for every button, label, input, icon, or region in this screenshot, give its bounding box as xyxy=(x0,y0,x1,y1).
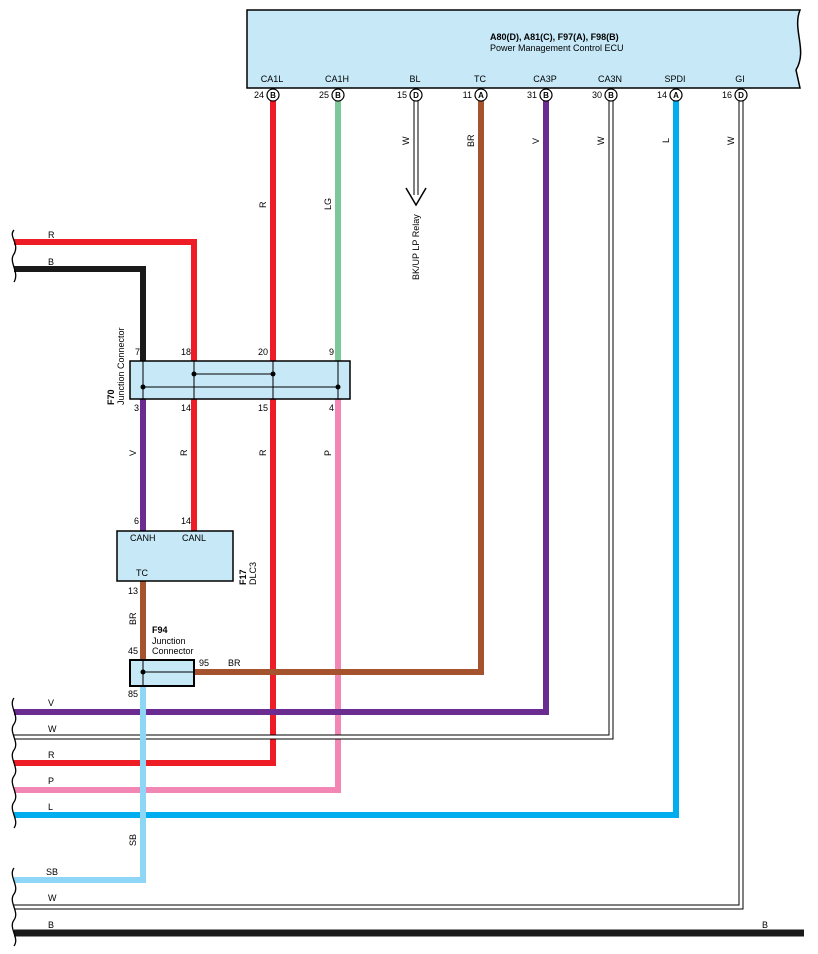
left-label-p: P xyxy=(48,776,54,786)
left-label-v: V xyxy=(48,698,54,708)
pin-conn-ca3n: B xyxy=(608,91,614,100)
wire-ca3p-violet xyxy=(14,101,549,715)
f94-name-line2: Connector xyxy=(152,646,194,656)
wire-label-tc: BR xyxy=(466,134,476,147)
f94-code: F94 xyxy=(152,625,168,635)
left-label-sb: SB xyxy=(46,867,58,877)
wire-ca1l-red xyxy=(14,101,276,766)
pin-num-ca1l: 24 xyxy=(254,90,264,100)
f70-pin-9: 9 xyxy=(329,347,334,357)
wire-spdi-blue xyxy=(14,101,679,818)
wire-label-f70-v: V xyxy=(128,450,138,456)
pin-conn-gi: D xyxy=(738,91,744,100)
ecu-pin-labels: CA1L CA1H BL TC CA3P CA3N SPDI GI xyxy=(261,74,745,84)
f17-dlc3-box xyxy=(116,530,234,582)
ecu-box: A80(D), A81(C), F97(A), F98(B) Power Man… xyxy=(246,9,802,89)
wire-break-marks xyxy=(11,229,17,947)
pin-num-bl: 15 xyxy=(397,90,407,100)
f70-name: Junction Connector xyxy=(116,327,126,405)
pin-num-gi: 16 xyxy=(722,90,732,100)
wire-left-red xyxy=(14,239,197,361)
wire-label-ca1h: LG xyxy=(323,198,333,210)
wire-label-dlc-br: BR xyxy=(128,612,138,625)
wire-label-f70-r1: R xyxy=(179,449,189,456)
f70-code: F70 xyxy=(106,389,116,405)
f70-pin-14: 14 xyxy=(181,403,191,413)
pin-label-tc: TC xyxy=(474,74,486,84)
dlc3-pin-6: 6 xyxy=(134,516,139,526)
f94-right-wire-label: BR xyxy=(228,658,241,668)
wire-label-bl: W xyxy=(401,136,411,145)
left-label-w1: W xyxy=(48,724,57,734)
dlc3-pin-14: 14 xyxy=(181,516,191,526)
pin-label-gi: GI xyxy=(735,74,745,84)
f70-pin-20: 20 xyxy=(258,347,268,357)
wire-sb xyxy=(14,684,146,883)
pin-conn-tc: A xyxy=(478,91,484,100)
pin-num-spdi: 14 xyxy=(657,90,667,100)
f17-name: DLC3 xyxy=(248,562,258,585)
pin-num-ca3p: 31 xyxy=(527,90,537,100)
pin-label-spdi: SPDI xyxy=(664,74,685,84)
wire-label-spdi: L xyxy=(661,138,671,143)
dlc3-pin-13: 13 xyxy=(128,586,138,596)
f70-pin-15: 15 xyxy=(258,403,268,413)
pin-conn-ca1h: B xyxy=(335,91,341,100)
pin-num-tc: 11 xyxy=(463,90,472,100)
dlc3-tc-label: TC xyxy=(136,568,148,578)
f94-pin-95: 95 xyxy=(199,658,209,668)
f70-pin-18: 18 xyxy=(181,347,191,357)
left-label-l: L xyxy=(48,802,53,812)
ecu-title: A80(D), A81(C), F97(A), F98(B) xyxy=(490,32,619,42)
f94-name-line1: Junction xyxy=(152,636,186,646)
f70-junction-connector xyxy=(129,360,351,400)
pin-label-ca3p: CA3P xyxy=(533,74,557,84)
pin-conn-ca1l: B xyxy=(270,91,276,100)
wire-label-f70-r2: R xyxy=(258,449,268,456)
pin-label-ca1l: CA1L xyxy=(261,74,284,84)
pin-conn-ca3p: B xyxy=(543,91,549,100)
left-label-w2: W xyxy=(48,893,57,903)
wire-label-ca3n: W xyxy=(596,136,606,145)
wire-label-ca1l: R xyxy=(258,201,268,208)
f17-code: F17 xyxy=(238,569,248,585)
pin-label-ca1h: CA1H xyxy=(325,74,349,84)
left-label-r-top: R xyxy=(48,230,55,240)
pin-label-bl: BL xyxy=(409,74,420,84)
wire-label-f70-p: P xyxy=(323,450,333,456)
wire-left-black xyxy=(14,266,146,361)
wire-label-gi: W xyxy=(726,136,736,145)
left-label-b-top: B xyxy=(48,257,54,267)
f94-pin-85: 85 xyxy=(128,689,138,699)
pin-num-ca3n: 30 xyxy=(592,90,602,100)
wire-bl-white xyxy=(405,101,427,207)
f94-pin-45: 45 xyxy=(128,646,138,656)
f94-junction-connector xyxy=(129,659,195,687)
f70-pin-4: 4 xyxy=(329,403,334,413)
ecu-subtitle: Power Management Control ECU xyxy=(490,43,624,53)
ecu-pin-connectors xyxy=(266,88,748,102)
pin-conn-spdi: A xyxy=(673,91,679,100)
wire-pink xyxy=(14,399,341,793)
dlc3-canh-label: CANH xyxy=(130,533,156,543)
pin-conn-bl: D xyxy=(413,91,419,100)
left-label-b: B xyxy=(48,920,54,930)
wire-label-ca3p: V xyxy=(531,138,541,144)
pin-num-ca1h: 25 xyxy=(319,90,329,100)
f70-pin-7: 7 xyxy=(135,347,140,357)
left-label-r: R xyxy=(48,750,55,760)
wire-tc-brown xyxy=(195,101,484,675)
pin-label-ca3n: CA3N xyxy=(598,74,622,84)
f70-pin-3: 3 xyxy=(134,403,139,413)
dlc3-canl-label: CANL xyxy=(182,533,206,543)
wire-ca3n-white xyxy=(14,101,614,740)
wire-label-sb-vertical: SB xyxy=(128,834,138,846)
bl-destination-label: BK/UP LP Relay xyxy=(411,214,421,280)
wire-gi-white xyxy=(14,101,744,910)
right-label-b: B xyxy=(762,920,768,930)
